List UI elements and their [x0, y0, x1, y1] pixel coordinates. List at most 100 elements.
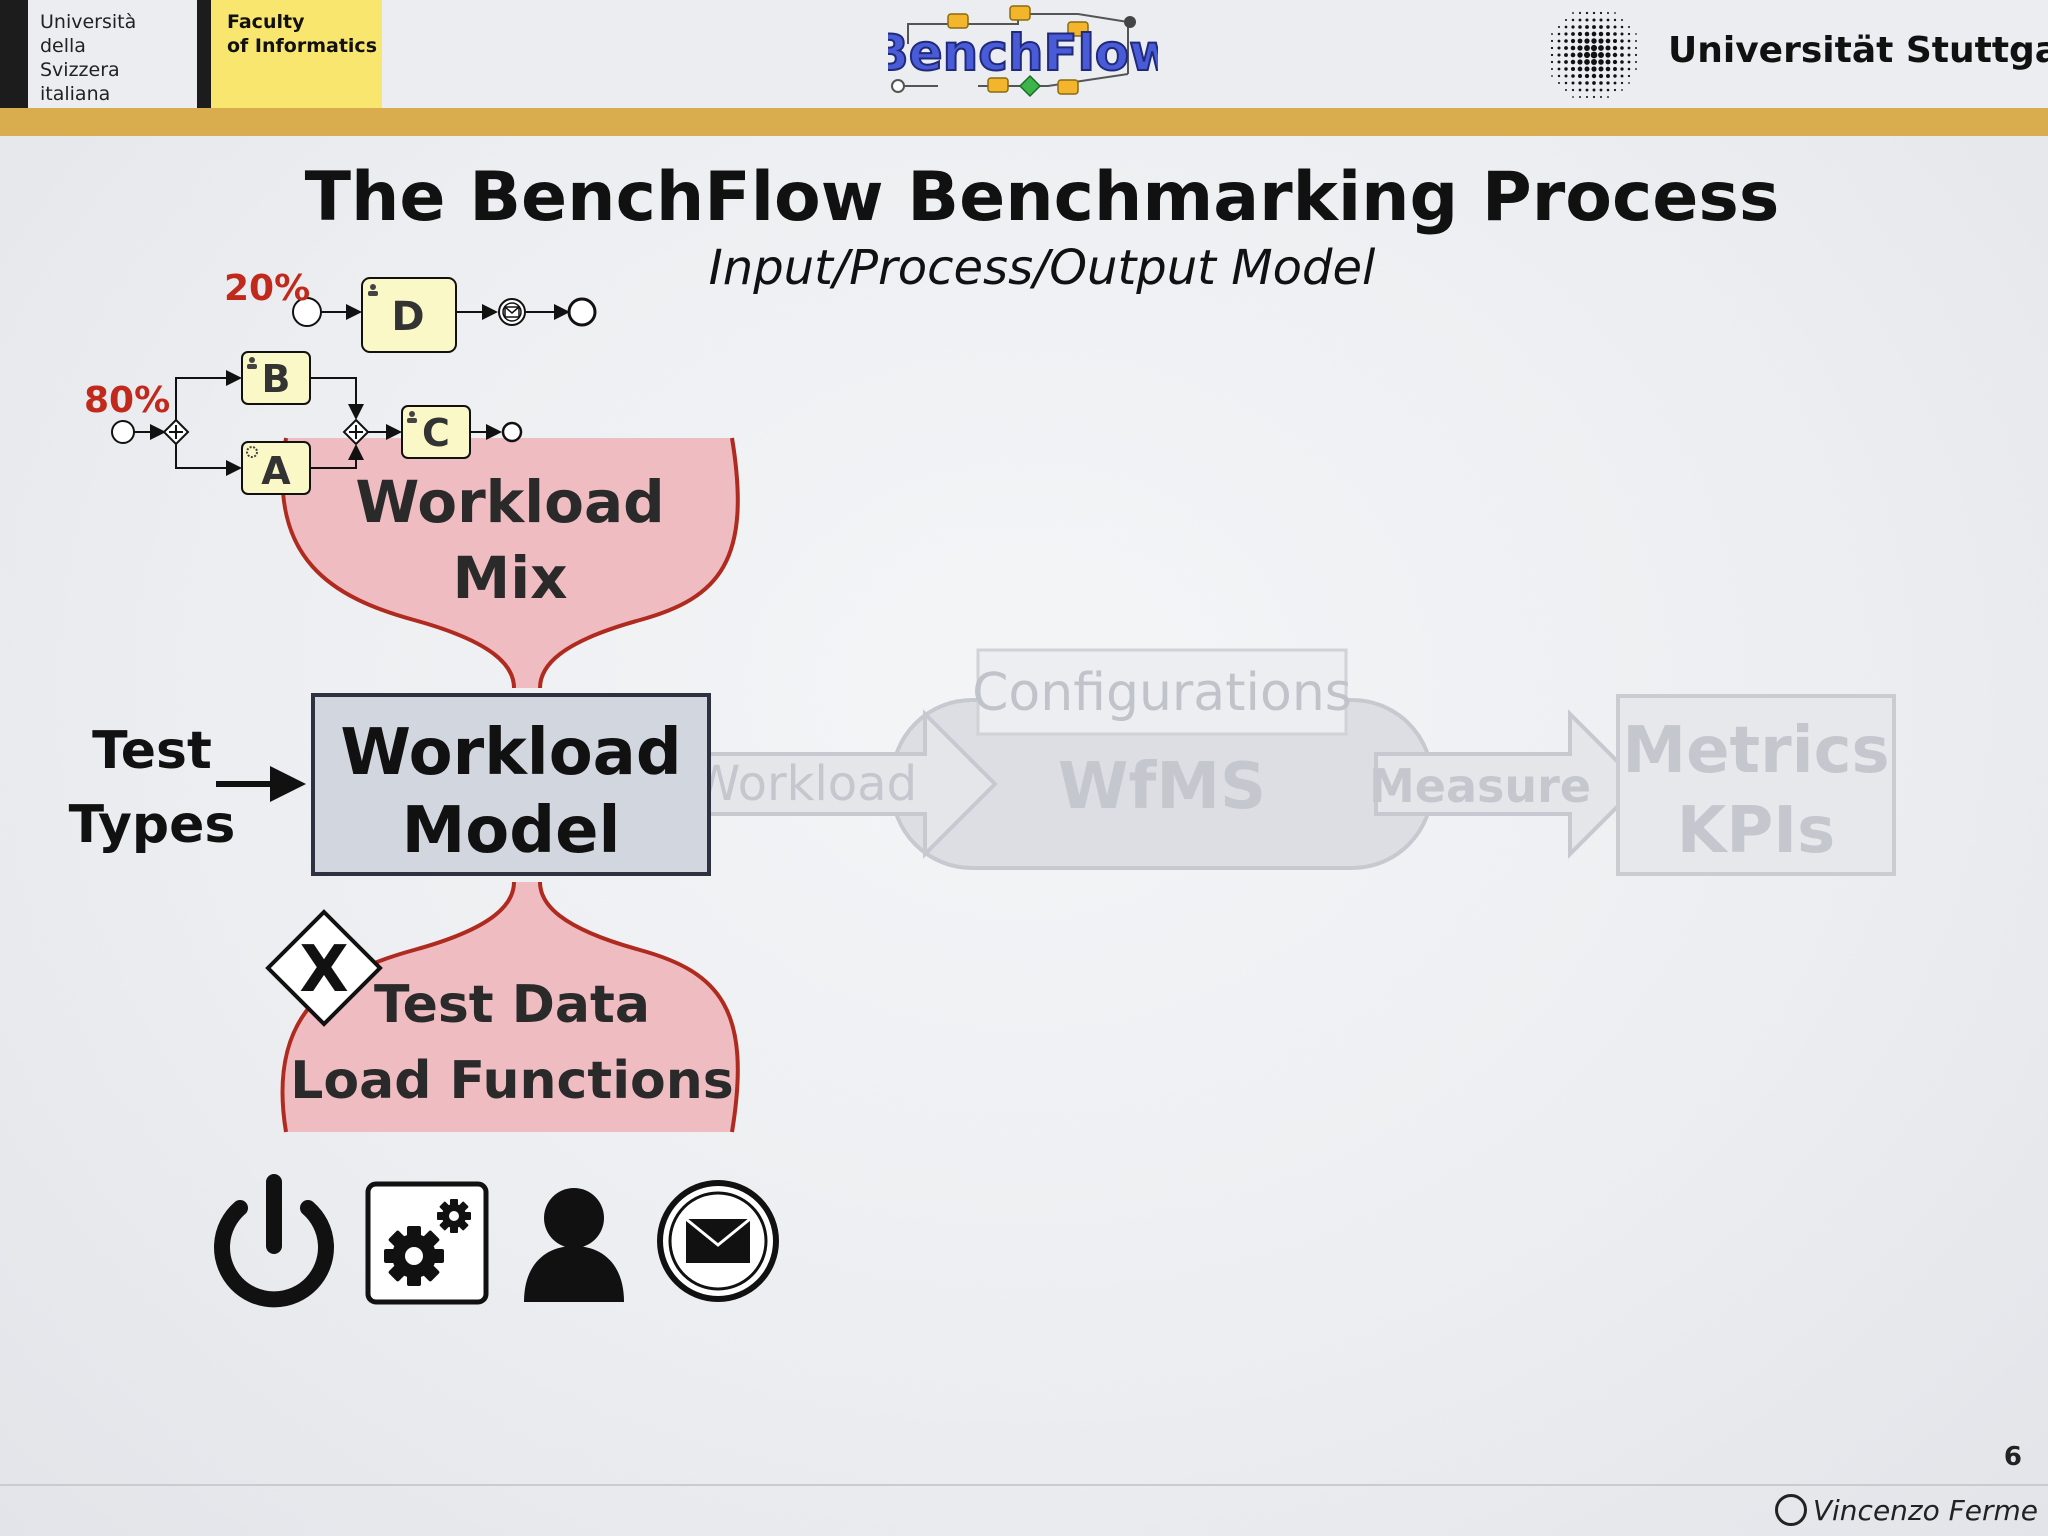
stuttgart-logo-dot — [1564, 32, 1568, 36]
stuttgart-logo-dot — [1599, 11, 1603, 15]
stuttgart-logo-dot — [1557, 53, 1561, 57]
task-c — [401, 405, 471, 459]
usi-line: Svizzera — [40, 59, 120, 81]
faculty-line: Faculty — [227, 11, 305, 33]
task-b — [241, 351, 311, 405]
load-functions-label: Load Functions — [290, 1051, 733, 1111]
gears-icon — [365, 1181, 489, 1305]
stuttgart-logo-dot — [1606, 18, 1610, 22]
stuttgart-logo-dot — [1557, 60, 1561, 64]
stuttgart-logo-dot — [1578, 18, 1582, 22]
stuttgart-logo-dot — [1613, 81, 1617, 85]
stuttgart-logo-dot — [1605, 52, 1611, 58]
task-d — [361, 277, 457, 353]
stuttgart-logo-dot — [1564, 53, 1568, 57]
task-a — [241, 441, 311, 495]
stuttgart-logo-dot — [1577, 31, 1583, 37]
end-event-icon — [501, 421, 523, 443]
stuttgart-logo-dot — [1564, 25, 1568, 29]
stuttgart-logo-dot — [1571, 74, 1575, 78]
stuttgart-logo-dot — [1570, 59, 1576, 65]
stuttgart-logo-dot — [1635, 68, 1637, 70]
copyright-icon — [1774, 1494, 1807, 1526]
stuttgart-logo-dot — [1613, 88, 1617, 92]
stuttgart-logo-dot — [1571, 25, 1575, 29]
header-black-divider — [197, 0, 211, 108]
stuttgart-logo-dot — [1591, 66, 1597, 72]
stuttgart-logo-dot — [1592, 18, 1596, 22]
stuttgart-logo-dot — [1620, 39, 1624, 43]
stuttgart-logo-dot — [1550, 39, 1554, 43]
stuttgart-logo-dot — [1627, 60, 1631, 64]
configurations-label: Configurations — [972, 663, 1352, 723]
stuttgart-logo-dot — [1599, 88, 1603, 92]
stuttgart-logo-dot — [1592, 88, 1596, 92]
stuttgart-logo-dot — [1571, 18, 1575, 22]
stuttgart-logo-dot — [1564, 46, 1568, 50]
stuttgart-logo-dot — [1592, 11, 1596, 15]
author-name: Vincenzo Ferme — [1812, 1494, 2038, 1527]
stuttgart-logo-dot — [1634, 60, 1638, 64]
mail-icon — [657, 1180, 779, 1302]
stuttgart-logo-dot — [1570, 66, 1576, 72]
stuttgart-logo-dot — [1606, 88, 1610, 92]
stuttgart-logo-dot — [1584, 45, 1590, 51]
stuttgart-logo-dot — [1621, 89, 1623, 91]
benchflow-logo: BenchFlow — [888, 5, 1158, 98]
footer-divider — [0, 1484, 2048, 1486]
stuttgart-logo-dot — [1579, 96, 1581, 98]
stuttgart-logo-dot — [1613, 74, 1617, 78]
stuttgart-logo-dot — [1572, 12, 1574, 14]
end-event-icon — [567, 297, 597, 327]
stuttgart-logo-dot — [1577, 66, 1583, 72]
faded-pipeline: Workload Configurations WfMS Measure Met… — [676, 648, 1896, 876]
top-percent: 20% — [224, 268, 310, 309]
stuttgart-logo-dot — [1599, 25, 1603, 29]
stuttgart-logo-dot — [1627, 39, 1631, 43]
workload-arrow-label: Workload — [693, 756, 917, 812]
stuttgart-logo-dot — [1599, 18, 1603, 22]
stuttgart-logo-dot — [1613, 18, 1617, 22]
stuttgart-logo-dot — [1606, 11, 1610, 15]
stuttgart-logo-dot — [1612, 38, 1618, 44]
stuttgart-logo-dot — [1613, 25, 1617, 29]
workload-mix-label: Mix — [452, 544, 567, 612]
stuttgart-logo-dot — [1571, 88, 1575, 92]
slide-header: Università della Svizzera italiana Facul… — [0, 0, 2048, 108]
service-task-marker-icon — [246, 446, 258, 458]
page-number: 6 — [2003, 1442, 2022, 1472]
stuttgart-logo-dot — [1550, 67, 1554, 71]
stuttgart-logo-dot — [1578, 88, 1582, 92]
stuttgart-logo-dot — [1598, 59, 1604, 65]
stuttgart-logo-dot — [1627, 53, 1631, 57]
stuttgart-logo-dot — [1635, 33, 1637, 35]
stuttgart-logo-dot — [1550, 46, 1554, 50]
usi-name: Università della Svizzera italiana — [40, 10, 190, 106]
stuttgart-logo-dot — [1585, 81, 1589, 85]
stuttgart-logo-dot — [1577, 52, 1583, 58]
stuttgart-logo-dot — [1591, 31, 1597, 37]
stuttgart-logo-dot — [1606, 25, 1610, 29]
stuttgart-logo-dot — [1613, 67, 1617, 71]
stuttgart-logo-dot — [1612, 52, 1618, 58]
stuttgart-logo-dot — [1557, 74, 1561, 78]
stuttgart-logo-dot — [1628, 26, 1630, 28]
stuttgart-logo-dot — [1599, 95, 1603, 99]
stuttgart-logo-dot — [1570, 45, 1576, 51]
stuttgart-logo-dot — [1571, 81, 1575, 85]
stuttgart-logo-dot — [1591, 73, 1597, 79]
stuttgart-logo-dot — [1570, 52, 1576, 58]
stuttgart-logo — [1550, 11, 1638, 99]
stuttgart-logo-dot — [1564, 39, 1568, 43]
workload-mix-label: Workload — [355, 468, 664, 536]
header-gold-band — [0, 108, 2048, 136]
workload-model-label: Model — [402, 794, 621, 868]
stuttgart-logo-dot — [1557, 67, 1561, 71]
stuttgart-logo-dot — [1605, 38, 1611, 44]
stuttgart-logo-dot — [1550, 60, 1554, 64]
stuttgart-logo-dot — [1564, 60, 1568, 64]
user-task-marker-icon — [247, 284, 417, 423]
stuttgart-logo-dot — [1550, 53, 1554, 57]
stuttgart-logo-dot — [1592, 81, 1596, 85]
stuttgart-logo-dot — [1578, 81, 1582, 85]
